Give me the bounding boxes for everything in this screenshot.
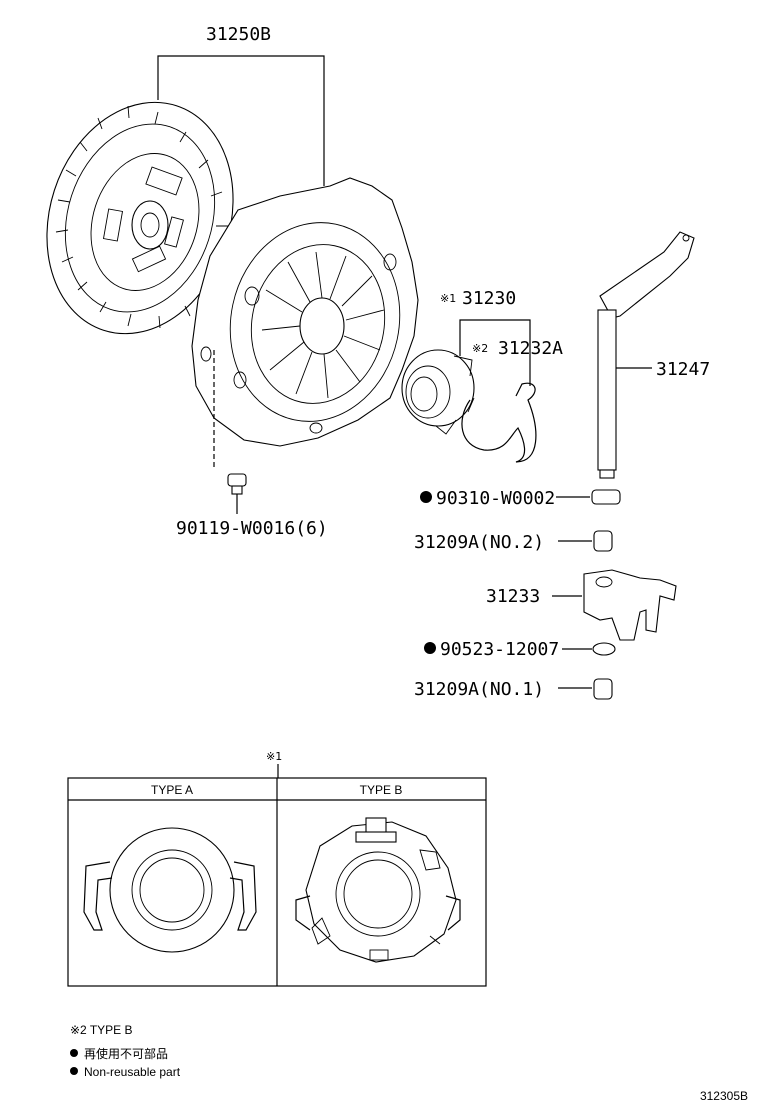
header-type-a: TYPE A (151, 783, 193, 797)
type-b-bearing-illustration (295, 817, 461, 963)
non-reusable-dot-1 (420, 491, 432, 503)
bushing-no2-illustration (593, 530, 613, 552)
label-90119-w0016: 90119-W0016(6) (176, 518, 328, 539)
type-table (67, 777, 487, 987)
label-90310-w0002: 90310-W0002 (436, 488, 555, 509)
clutch-disc-illustration (46, 101, 234, 335)
label-31230: 31230 (462, 288, 516, 309)
bolt-illustration (213, 350, 247, 514)
legend-jp: 再使用不可部品 (84, 1046, 168, 1061)
label-31232a: 31232A (498, 338, 563, 359)
release-fork-illustration (583, 569, 677, 641)
legend-en: Non-reusable part (84, 1065, 181, 1079)
release-bearing-illustration (401, 349, 537, 463)
figure-id: 312305B (700, 1089, 748, 1103)
bracket-31250b (157, 55, 325, 186)
inset-mark: ※1 (266, 750, 282, 763)
washer-illustration (592, 642, 616, 656)
bracket-31230 (459, 319, 531, 386)
label-31247: 31247 (656, 359, 710, 380)
release-fork-shaft-illustration (597, 231, 695, 479)
clutch-cover-illustration (191, 177, 419, 447)
label-31209a-no1: 31209A(NO.1) (414, 679, 544, 700)
label-31209a-no2: 31209A(NO.2) (414, 532, 544, 553)
mark-31230: ※1 (440, 292, 456, 305)
non-reusable-dot-2 (424, 642, 436, 654)
header-type-b: TYPE B (360, 783, 403, 797)
label-90523-12007: 90523-12007 (440, 639, 559, 660)
mark-31232a: ※2 (472, 342, 488, 355)
bushing-no1-illustration (593, 678, 613, 700)
legend-dot-jp (70, 1049, 78, 1057)
label-31233: 31233 (486, 586, 540, 607)
legend-dot-en (70, 1067, 78, 1075)
label-31250b: 31250B (206, 24, 271, 45)
note-type-b: ※2 TYPE B (70, 1023, 133, 1037)
seal-illustration (591, 489, 621, 505)
type-a-bearing-illustration (83, 827, 257, 953)
